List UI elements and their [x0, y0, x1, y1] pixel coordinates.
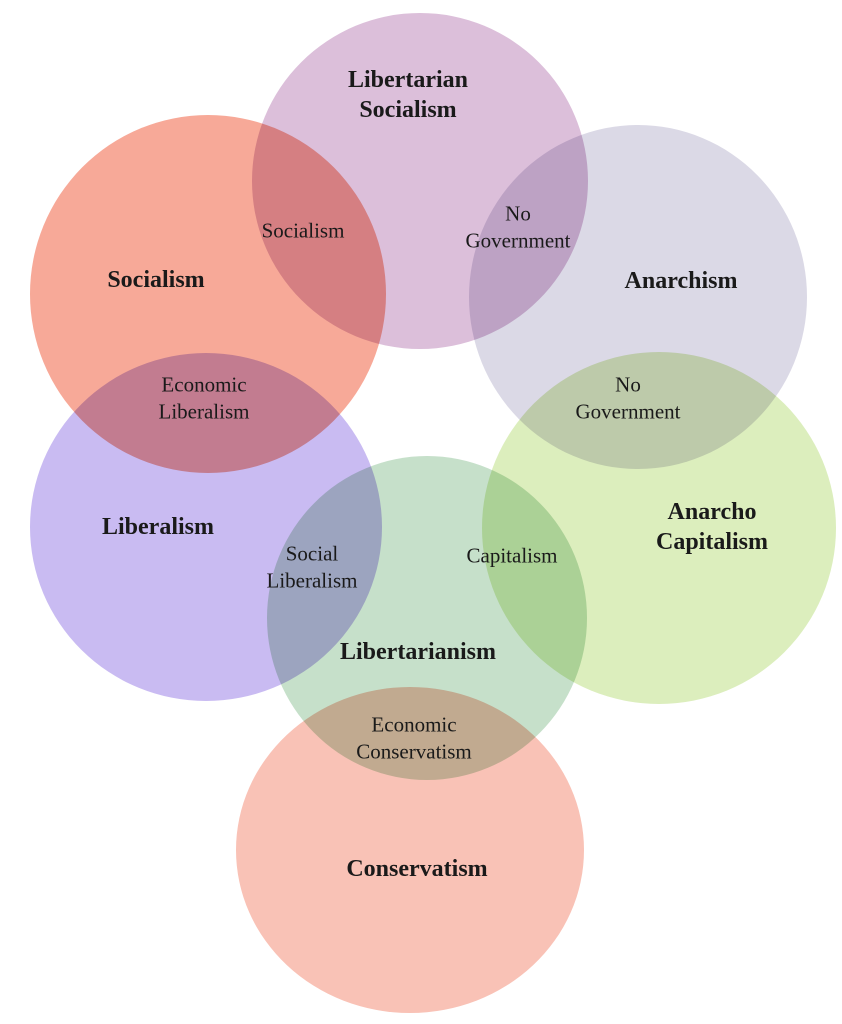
- label-line: Capitalism: [655, 529, 769, 555]
- label-socialism: Socialism: [107, 265, 204, 295]
- label-liberalism: Liberalism: [102, 512, 214, 542]
- label-line: Social: [285, 541, 339, 566]
- label-line: Government: [465, 228, 571, 252]
- label-line: No: [505, 201, 531, 226]
- label-line: Socialism: [261, 218, 345, 243]
- label-line: Anarchism: [624, 268, 738, 294]
- label-line: Capitalism: [466, 543, 558, 568]
- label-line: Liberalism: [266, 568, 358, 592]
- circle-conservatism: [236, 687, 584, 1013]
- label-line: Libertarian: [348, 67, 468, 93]
- label-line: Economic: [371, 712, 457, 737]
- label-line: Government: [575, 399, 681, 423]
- label-line: Liberalism: [102, 514, 214, 540]
- label-conservatism: Conservatism: [346, 854, 487, 884]
- label-line: Economic: [161, 372, 247, 397]
- label-line: Liberalism: [158, 399, 250, 423]
- label-line: No: [615, 372, 641, 397]
- label-libertarianism: Libertarianism: [340, 637, 496, 667]
- overlap-label-socialism-x-libertarian-socialism: Socialism: [262, 218, 345, 245]
- label-line: Libertarianism: [340, 639, 496, 665]
- label-line: Conservatism: [346, 856, 488, 882]
- label-line: Anarcho: [667, 499, 757, 525]
- label-line: Conservatism: [356, 739, 472, 763]
- label-line: Socialism: [359, 97, 457, 123]
- overlap-label-libertarianism-x-anarcho-capitalism: Capitalism: [467, 543, 558, 570]
- label-line: Socialism: [107, 267, 205, 293]
- label-anarchism: Anarchism: [625, 266, 738, 296]
